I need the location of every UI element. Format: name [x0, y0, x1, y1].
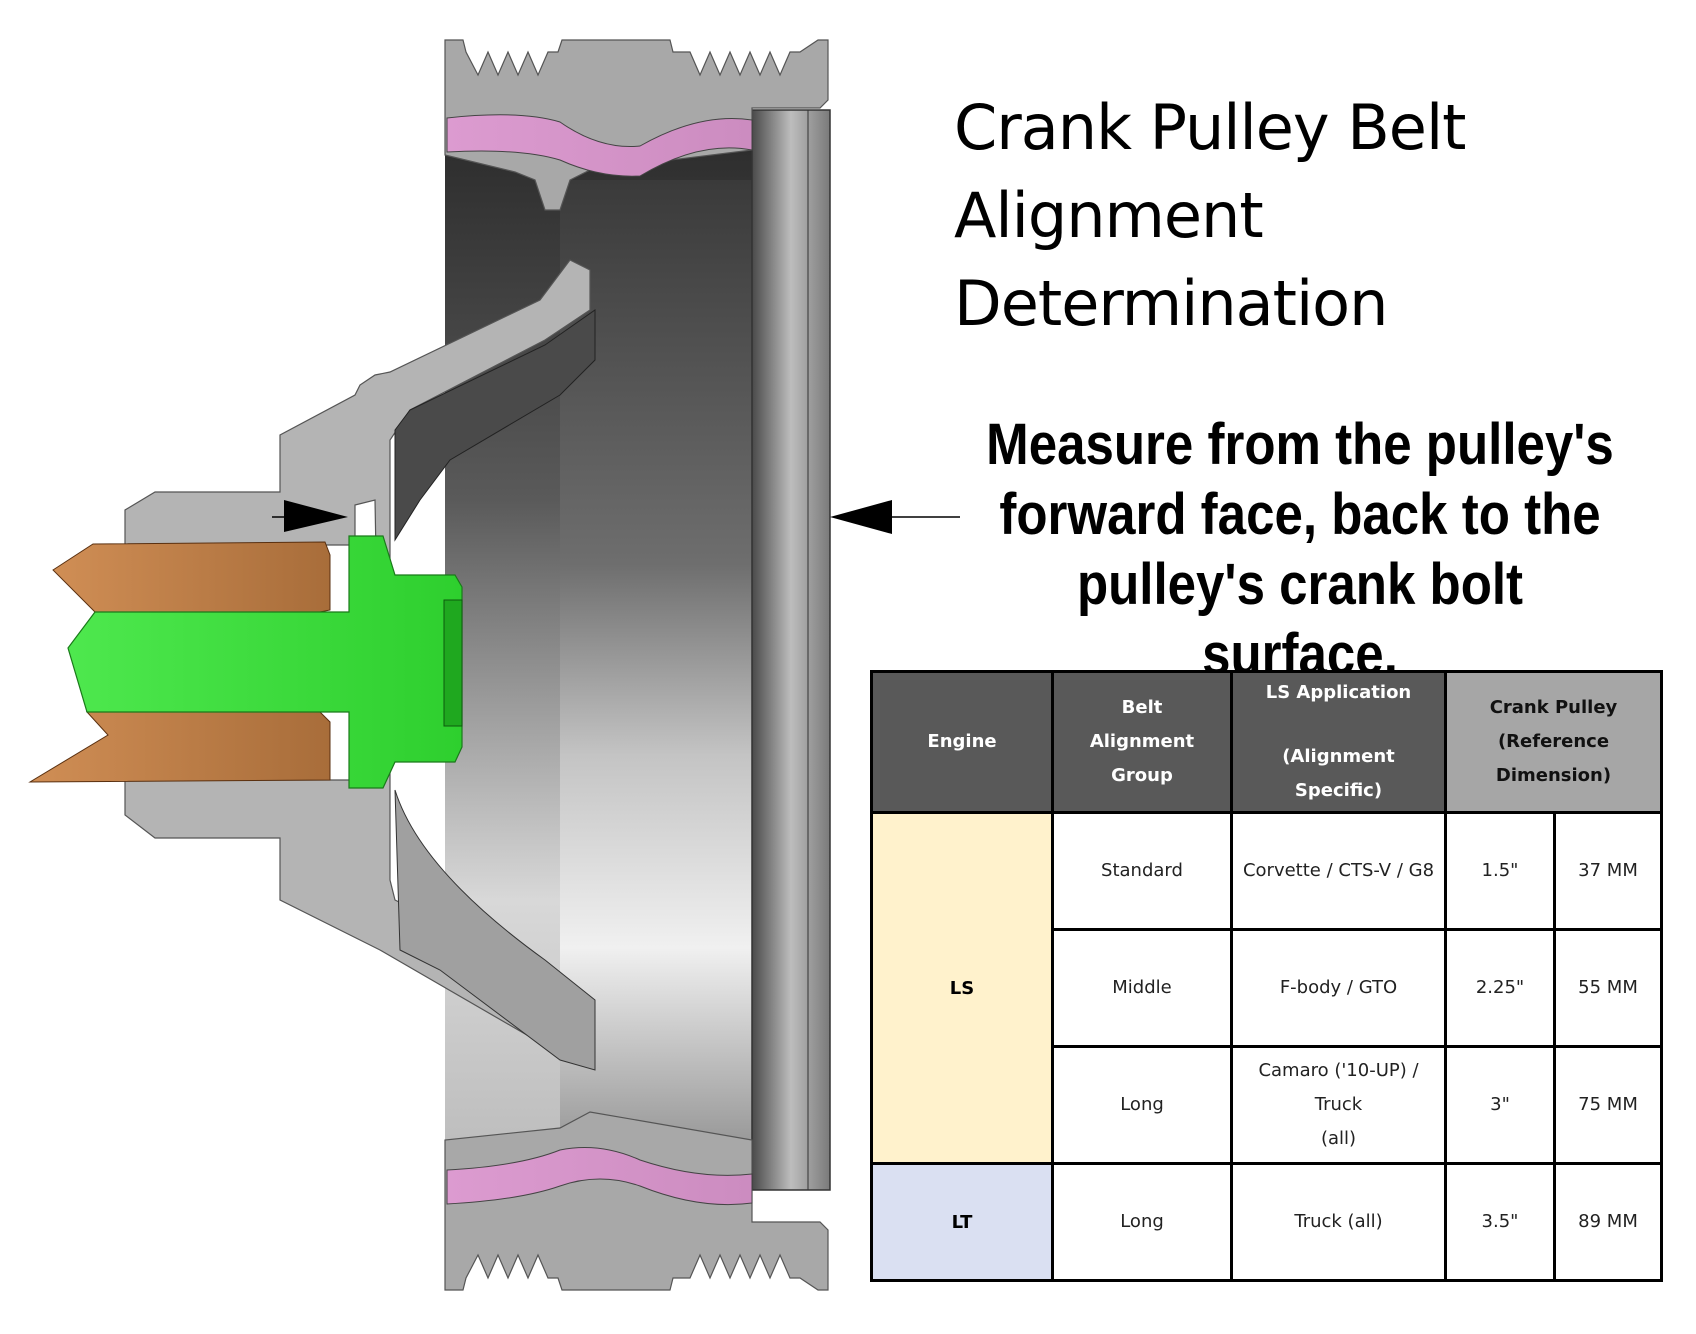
- title-line-2: Alignment Determination: [954, 179, 1388, 340]
- table-row: LS Standard Corvette / CTS-V / G8 1.5" 3…: [870, 811, 1663, 1165]
- table-row: LT Long Truck (all) 3.5" 89 MM: [870, 1162, 1663, 1282]
- application-cell: Truck (all): [1230, 1162, 1447, 1282]
- engine-cell-lt: LT: [870, 1162, 1054, 1282]
- inches-cell: 3": [1444, 1045, 1556, 1165]
- mm-cell: 89 MM: [1553, 1162, 1663, 1282]
- belt-group-cell: Long: [1051, 1162, 1233, 1282]
- table-row: Middle F-body / GTO 2.25" 55 MM: [872, 928, 1663, 1048]
- upper-spoke-shadow: [394, 309, 596, 542]
- application-cell: Camaro ('10-UP) / Truck (all): [1230, 1045, 1447, 1165]
- crankshaft-lower: [28, 711, 331, 783]
- crankshaft: [28, 541, 331, 783]
- crank-bolt-surface-arrow: [272, 500, 348, 532]
- header-ls-application: LS Application (Alignment Specific): [1230, 670, 1447, 814]
- mm-cell: 55 MM: [1553, 928, 1663, 1048]
- engine-cell-ls: LS: [870, 811, 1054, 1165]
- inches-cell: 1.5": [1444, 811, 1556, 931]
- callout-line-3: pulley's crank bolt surface.: [1076, 552, 1524, 687]
- header-belt-alignment-group: Belt Alignment Group: [1051, 670, 1233, 814]
- measurement-instruction: Measure from the pulley's forward face, …: [983, 410, 1617, 690]
- title-line-1: Crank Pulley Belt: [954, 91, 1466, 164]
- crank-bolt: [67, 535, 463, 789]
- header-crank-pulley-reference: Crank Pulley (Reference Dimension): [1444, 670, 1663, 814]
- belt-group-cell: Middle: [1051, 928, 1233, 1048]
- alignment-spec-table: Engine Belt Alignment Group LS Applicati…: [870, 670, 1663, 1282]
- table-header-row: Engine Belt Alignment Group LS Applicati…: [870, 670, 1663, 814]
- top-rib-band: [444, 39, 829, 211]
- application-cell: F-body / GTO: [1230, 928, 1447, 1048]
- mm-cell: 37 MM: [1553, 811, 1663, 931]
- top-damper-ring: [446, 114, 753, 177]
- application-cell: Corvette / CTS-V / G8: [1230, 811, 1447, 931]
- crankshaft-upper: [52, 541, 331, 613]
- bottom-damper-ring: [446, 1147, 753, 1206]
- bolt-head-recess: [443, 599, 463, 727]
- mm-cell: 75 MM: [1553, 1045, 1663, 1165]
- header-engine: Engine: [870, 670, 1054, 814]
- callout-line-2: forward face, back to the: [999, 482, 1601, 547]
- callout-line-1: Measure from the pulley's: [986, 412, 1614, 477]
- belt-group-cell: Long: [1051, 1045, 1233, 1165]
- diagram-title: Crank Pulley Belt Alignment Determinatio…: [954, 84, 1696, 348]
- inches-cell: 2.25": [1444, 928, 1556, 1048]
- belt-group-cell: Standard: [1051, 811, 1233, 931]
- pulley-outer-rim: [751, 109, 831, 1191]
- inches-cell: 3.5": [1444, 1162, 1556, 1282]
- forward-face-arrow: [830, 500, 960, 534]
- pulley-body: [124, 39, 831, 1291]
- lower-spoke-face: [394, 789, 596, 1071]
- table-row: Long Camaro ('10-UP) / Truck (all) 3" 75…: [872, 1045, 1663, 1165]
